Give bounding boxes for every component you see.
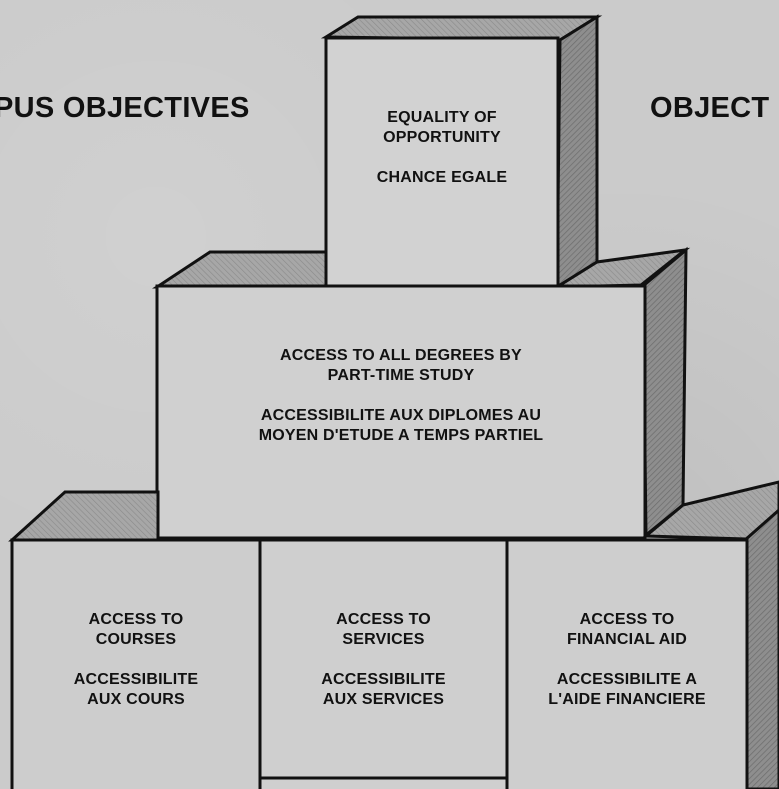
bottom-center-french: ACCESSIBILITE AUX SERVICES [321, 671, 446, 708]
bottom-row [8, 480, 779, 789]
top-block-front-face [324, 36, 560, 288]
middle-block-english: ACCESS TO ALL DEGREES BY PART-TIME STUDY [280, 347, 522, 384]
top-block-english: EQUALITY OF OPPORTUNITY [383, 109, 501, 146]
top-block [320, 14, 603, 290]
middle-block-french: ACCESSIBILITE AUX DIPLOMES AU MOYEN D'ET… [258, 407, 544, 444]
middle-block [152, 246, 691, 540]
middle-block-top-face-left [152, 250, 328, 289]
top-block-french: CHANCE EGALE [376, 169, 508, 186]
bottom-right-french: ACCESSIBILITE A L'AIDE FINANCIERE [548, 671, 706, 708]
bottom-left-french: ACCESSIBILITE AUX COURS [73, 671, 199, 708]
top-block-label: EQUALITY OF OPPORTUNITY CHANCE EGALE [326, 108, 558, 188]
bottom-right-front-face [505, 538, 749, 789]
bottom-center-block-label: ACCESS TO SERVICES ACCESSIBILITE AUX SER… [260, 610, 507, 710]
middle-block-label: ACCESS TO ALL DEGREES BY PART-TIME STUDY… [157, 346, 645, 446]
heading-left: PUS OBJECTIVES [0, 92, 250, 124]
middle-block-side-face [641, 246, 688, 539]
bottom-left-block-label: ACCESS TO COURSES ACCESSIBILITE AUX COUR… [12, 610, 260, 710]
bottom-left-top-face [8, 490, 160, 542]
bottom-left-english: ACCESS TO COURSES [88, 611, 184, 648]
bottom-right-english: ACCESS TO FINANCIAL AID [567, 611, 687, 648]
bottom-right-side-face [743, 507, 779, 789]
bottom-center-front-face [258, 538, 509, 789]
heading-right: OBJECT [650, 92, 770, 124]
middle-block-front-face [155, 284, 647, 540]
bottom-center-english: ACCESS TO SERVICES [336, 611, 431, 648]
top-block-side-face [555, 14, 599, 290]
bottom-left-front-face [10, 538, 262, 789]
bottom-right-block-label: ACCESS TO FINANCIAL AID ACCESSIBILITE A … [507, 610, 747, 710]
